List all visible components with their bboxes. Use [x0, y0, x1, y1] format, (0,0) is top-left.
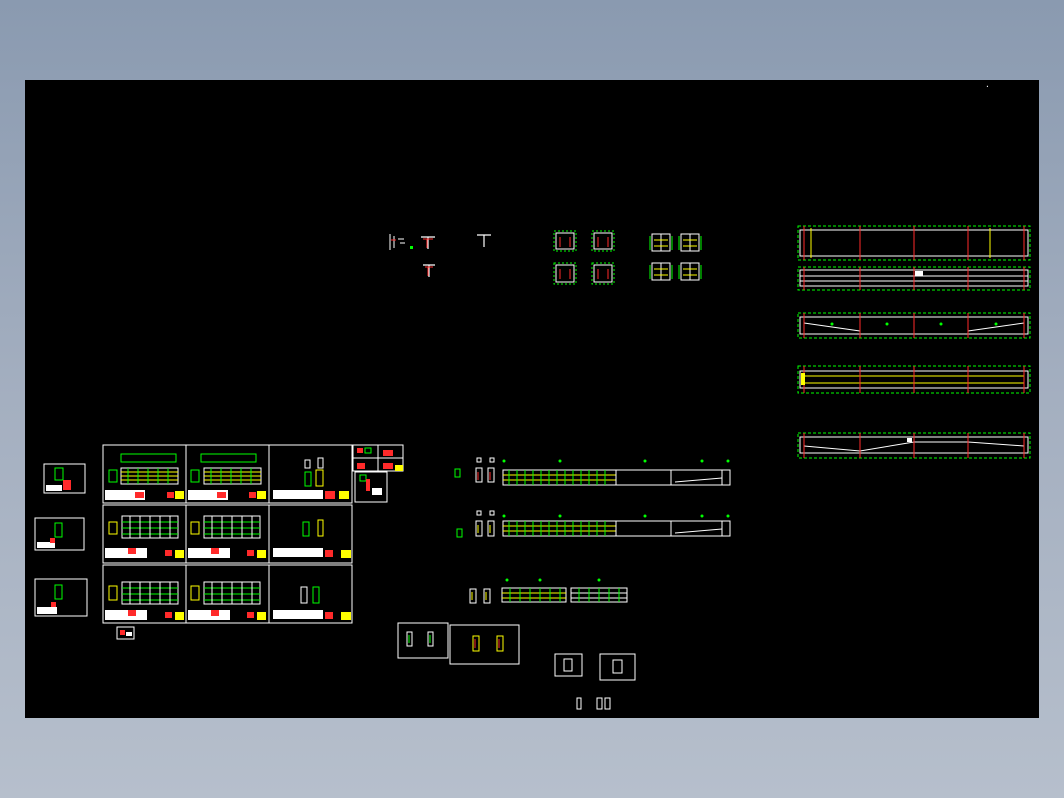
beam-elevation-icon: [797, 225, 1031, 261]
cross-section-icon[interactable]: [397, 622, 449, 659]
section-details-top: [389, 230, 702, 285]
drawing-sheet-icon[interactable]: [273, 586, 351, 620]
drawing-sheet-icon[interactable]: [352, 444, 404, 503]
drawing-sheet-icon[interactable]: [34, 578, 88, 617]
beam-details-middle: [397, 457, 731, 710]
t-section-icon: [421, 234, 491, 277]
drawing-sheet-icon[interactable]: [43, 463, 86, 494]
cross-section-icon[interactable]: [449, 624, 520, 665]
sheet-grid: [102, 444, 353, 624]
box-section-icon: [555, 232, 613, 283]
beam-elevation-icon: [797, 312, 1031, 339]
drawing-canvas[interactable]: [25, 80, 1039, 718]
beam-elevation-icon: [797, 432, 1031, 459]
drawing-sheet-icon[interactable]: [188, 453, 266, 500]
t-section-red-detail: [423, 238, 433, 276]
cross-section-icon[interactable]: [554, 653, 583, 677]
beam-elevation-icon: [456, 510, 731, 538]
drawing-sheet-icon[interactable]: [188, 515, 266, 558]
cross-section-icon[interactable]: [599, 653, 636, 681]
drawing-sheet-icon[interactable]: [105, 581, 184, 620]
beam-elevation-icon: [797, 365, 1031, 394]
dim-mark: [389, 234, 405, 250]
cross-section-icon: [576, 697, 611, 710]
drawing-sheet-icon[interactable]: [105, 453, 184, 500]
drawing-sheet-icon[interactable]: [188, 581, 266, 620]
beam-elevation-icon: [797, 266, 1031, 291]
drawing-sheet-icon[interactable]: [116, 626, 135, 640]
drawing-sheet-icon[interactable]: [273, 457, 349, 499]
drawing-sheet-icon[interactable]: [105, 515, 184, 558]
beam-elevation-icon: [454, 457, 731, 486]
drawing-sheet-icon[interactable]: [34, 517, 85, 551]
corner-mark: ·: [985, 82, 990, 91]
double-box-section-icon: [651, 233, 700, 281]
drawing-sheet-icon[interactable]: [273, 519, 351, 558]
beam-elevation-icon: [469, 578, 628, 604]
beam-elevations-right: [797, 225, 1031, 459]
drawing-sheets-left: [34, 444, 404, 640]
cad-model-space[interactable]: ·: [25, 80, 1039, 718]
